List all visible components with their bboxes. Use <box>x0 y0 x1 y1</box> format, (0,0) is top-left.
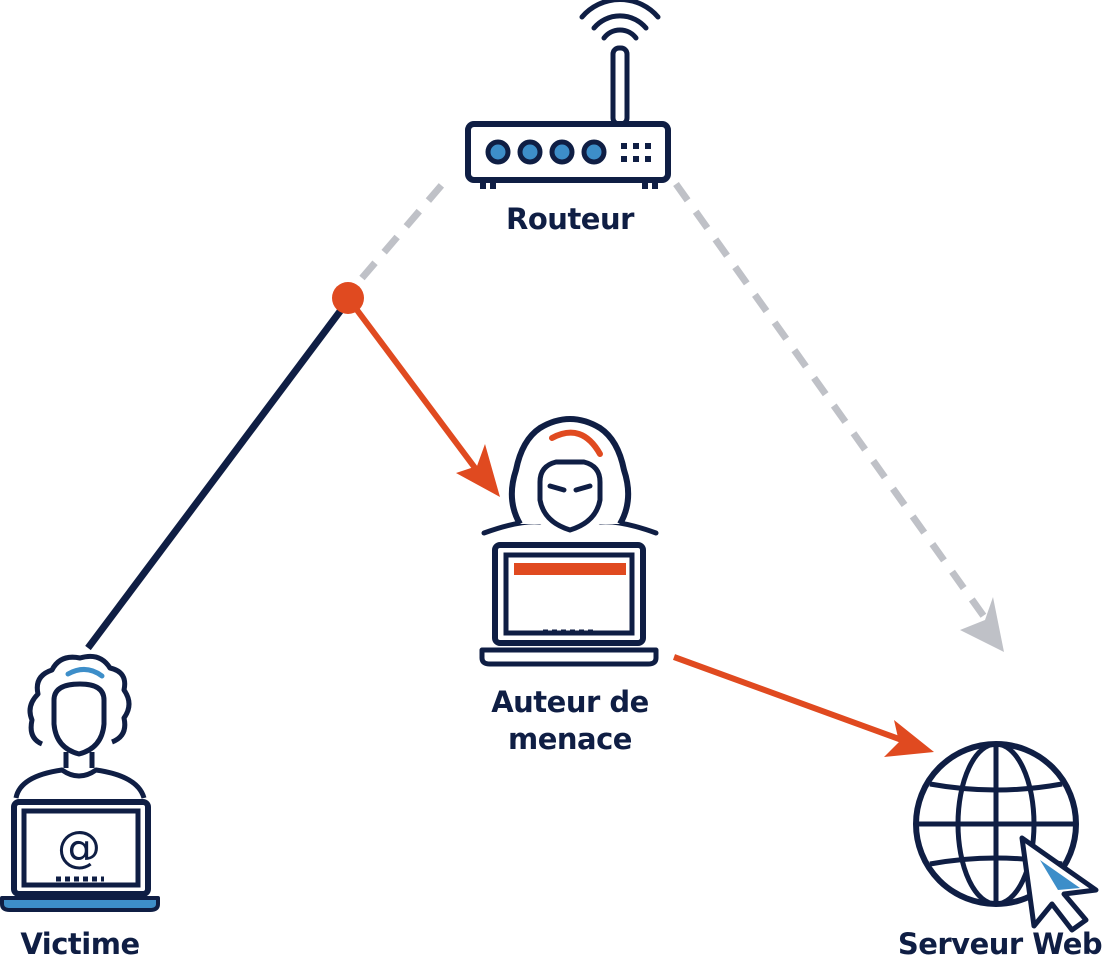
hooded-hacker-icon <box>479 416 659 667</box>
connection-interception-to-router <box>359 177 449 281</box>
threat-actor-label-line2: menace <box>508 722 632 756</box>
threat-actor-label: Auteur de menace <box>460 684 680 758</box>
globe-cursor-icon <box>913 741 1099 933</box>
threat-actor-label-line1: Auteur de <box>491 685 649 719</box>
interception-point <box>332 282 364 314</box>
router-icon <box>465 0 671 189</box>
user-laptop-email-icon: @ <box>0 653 160 912</box>
connection-victim-to-interception <box>85 303 347 651</box>
connection-router-to-server <box>673 181 993 628</box>
arrowhead-gray <box>960 597 1004 652</box>
arrowhead-orange-1 <box>456 444 500 497</box>
router-label: Routeur <box>506 202 634 236</box>
victim-label: Victime <box>20 927 140 961</box>
connection-interception-to-threat <box>345 296 487 482</box>
at-sign-icon: @ <box>57 822 101 873</box>
web-server-label: Serveur Web <box>897 927 1103 961</box>
connection-threat-to-server <box>672 654 912 746</box>
arrowhead-orange-2 <box>884 720 934 757</box>
